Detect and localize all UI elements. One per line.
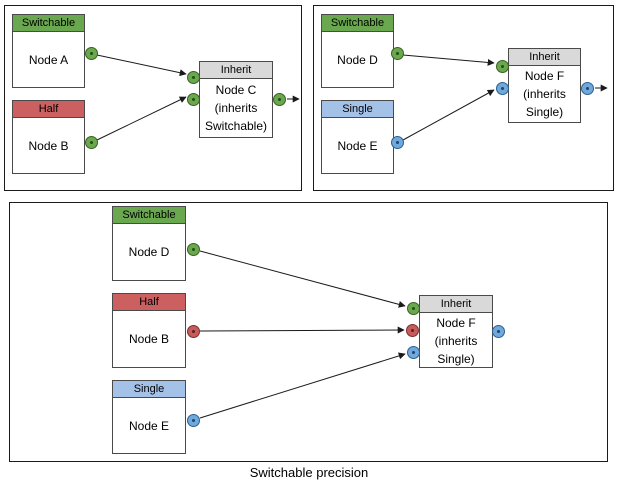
port-center-dot — [500, 86, 504, 90]
diagram-caption: Switchable precision — [249, 465, 369, 480]
input-port-node-f-bottom-1 — [406, 301, 420, 315]
node-label: Node B — [128, 332, 170, 346]
node-box-f: Inherit Node F (inherits Single) — [508, 48, 581, 123]
node-header: Switchable — [113, 207, 185, 224]
node-label: Node B — [28, 138, 69, 153]
node-label: Node D — [337, 52, 378, 67]
output-port-node-e-bottom — [186, 413, 200, 427]
node-box-c: Inherit Node C (inherits Switchable) — [199, 61, 273, 138]
panel-bottom — [9, 202, 608, 462]
node-label: Node F (inherits Single) — [523, 69, 566, 119]
node-box-b: Half Node B — [12, 100, 85, 174]
node-box-a: Switchable Node A — [12, 14, 85, 88]
output-port-node-f-bottom — [491, 324, 505, 338]
port-center-dot — [411, 350, 415, 354]
output-port-node-d — [390, 46, 404, 60]
input-port-node-f-1 — [495, 59, 509, 73]
node-header: Single — [322, 101, 393, 118]
output-port-node-b — [84, 135, 98, 149]
node-label: Node F (inherits Single) — [434, 316, 478, 366]
node-header: Inherit — [509, 49, 580, 66]
port-center-dot — [500, 64, 504, 68]
node-header: Single — [113, 381, 185, 398]
port-center-dot — [585, 86, 589, 90]
port-center-dot — [496, 329, 500, 333]
node-header: Switchable — [322, 15, 393, 32]
node-label: Node E — [128, 418, 170, 433]
node-box-b-bottom: Half Node B — [112, 293, 186, 368]
input-port-node-f-bottom-2 — [405, 323, 419, 337]
node-label: Node A — [28, 52, 69, 67]
port-center-dot — [277, 97, 281, 101]
node-label: Node C (inherits Switchable) — [204, 83, 268, 133]
port-center-dot — [411, 306, 415, 310]
node-header: Inherit — [200, 62, 272, 79]
port-center-dot — [395, 51, 399, 55]
output-port-node-b-bottom — [186, 324, 200, 338]
port-center-dot — [191, 97, 195, 101]
node-box-f-bottom: Inherit Node F (inherits Single) — [419, 295, 493, 368]
node-header: Switchable — [13, 15, 84, 32]
port-center-dot — [410, 328, 414, 332]
output-port-switchable-node-a — [84, 46, 98, 60]
port-center-dot — [191, 247, 195, 251]
input-port-node-c-1 — [186, 70, 200, 84]
node-box-e-bottom: Single Node E — [112, 380, 186, 454]
port-center-dot — [395, 140, 399, 144]
port-center-dot — [89, 140, 93, 144]
port-center-dot — [191, 418, 195, 422]
output-port-node-e — [390, 135, 404, 149]
input-port-node-c-2 — [186, 92, 200, 106]
node-box-e: Single Node E — [321, 100, 394, 174]
output-port-node-d-bottom — [186, 242, 200, 256]
output-port-node-f — [580, 81, 594, 95]
node-header: Half — [113, 294, 185, 311]
input-port-node-f-2 — [495, 81, 509, 95]
port-center-dot — [191, 329, 195, 333]
input-port-node-f-bottom-3 — [406, 345, 420, 359]
port-center-dot — [191, 75, 195, 79]
node-label: Node D — [128, 245, 170, 259]
node-box-d-bottom: Switchable Node D — [112, 206, 186, 281]
node-box-d: Switchable Node D — [321, 14, 394, 88]
node-label: Node E — [337, 138, 378, 153]
output-port-node-c — [272, 92, 286, 106]
node-header: Half — [13, 101, 84, 118]
node-header: Inherit — [420, 296, 492, 313]
port-center-dot — [89, 51, 93, 55]
